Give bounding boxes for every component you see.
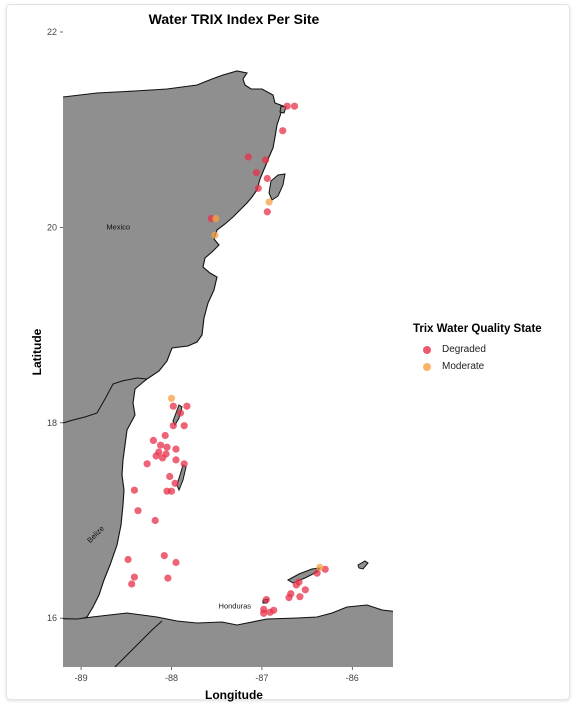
site-point-degraded	[169, 422, 177, 430]
site-point-degraded	[164, 574, 172, 582]
site-point-degraded	[152, 452, 160, 460]
x-axis-label: Longitude	[205, 688, 263, 702]
site-point-degraded	[244, 153, 252, 161]
y-axis-label: Latitude	[30, 328, 44, 376]
site-point-degraded	[172, 456, 180, 464]
site-point-moderate	[265, 198, 273, 206]
site-point-degraded	[143, 460, 151, 468]
legend-key-degraded	[423, 345, 431, 354]
site-point-degraded	[176, 409, 185, 417]
x-tick-label: -87	[255, 673, 268, 683]
x-tick-label: -88	[165, 673, 178, 683]
site-point-degraded	[266, 608, 274, 616]
legend-item-degraded: Degraded	[413, 341, 542, 358]
site-point-degraded	[130, 573, 138, 581]
island-guanaja	[357, 560, 369, 570]
island-cozumel	[268, 173, 286, 201]
legend: Trix Water Quality State Degraded Modera…	[413, 323, 542, 375]
belize-border	[63, 377, 148, 424]
site-point-degraded	[285, 594, 293, 602]
site-point-degraded	[292, 581, 300, 589]
region-label-honduras: Honduras	[219, 601, 252, 610]
site-point-degraded	[279, 127, 287, 135]
site-point-degraded	[161, 431, 169, 440]
site-point-moderate	[316, 563, 324, 572]
site-point-moderate	[212, 215, 220, 223]
site-point-degraded	[252, 169, 261, 177]
site-point-degraded	[260, 609, 268, 617]
site-point-degraded	[163, 443, 171, 451]
legend-title: Trix Water Quality State	[413, 323, 542, 335]
legend-label-degraded: Degraded	[442, 344, 486, 355]
legend-label-moderate: Moderate	[442, 361, 485, 372]
site-point-degraded	[321, 565, 329, 573]
site-point-degraded	[124, 555, 132, 564]
site-point-degraded	[151, 516, 159, 525]
honduras-border	[114, 620, 163, 667]
x-tick-label: -86	[346, 673, 359, 683]
site-point-degraded	[261, 156, 270, 164]
site-point-degraded	[158, 454, 167, 462]
region-label-mexico: Mexico	[106, 222, 130, 231]
site-point-degraded	[263, 208, 271, 216]
site-point-moderate	[211, 231, 219, 239]
land-central-america	[63, 604, 393, 667]
site-point-moderate	[167, 394, 176, 402]
site-point-degraded	[180, 422, 188, 430]
site-point-degraded	[130, 486, 138, 494]
site-point-degraded	[134, 507, 142, 515]
y-tick-label: 16	[47, 613, 57, 623]
site-point-degraded	[313, 569, 321, 577]
site-point-degraded	[290, 102, 299, 110]
site-point-degraded	[160, 552, 168, 560]
site-point-degraded	[167, 487, 176, 495]
y-tick-label: 18	[47, 418, 57, 428]
x-tick-label: -89	[75, 673, 88, 683]
island-turneffe	[176, 464, 187, 492]
site-point-degraded	[171, 479, 179, 487]
site-point-degraded	[180, 460, 188, 468]
legend-key-moderate	[423, 362, 431, 371]
site-point-degraded	[283, 102, 291, 110]
site-point-degraded	[183, 402, 191, 410]
legend-item-moderate: Moderate	[413, 358, 542, 375]
site-point-degraded	[157, 441, 165, 449]
site-point-degraded	[254, 184, 262, 192]
chart-title: Water TRIX Index Per Site	[148, 11, 320, 27]
site-point-degraded	[172, 558, 180, 567]
site-point-degraded	[296, 593, 304, 601]
site-point-degraded	[263, 174, 271, 183]
site-point-degraded	[128, 580, 136, 588]
y-tick-label: 20	[47, 222, 57, 232]
land-mexico-belize	[63, 70, 284, 621]
site-point-degraded	[301, 586, 309, 594]
site-point-degraded	[262, 596, 270, 604]
y-tick-label: 22	[47, 27, 57, 37]
site-point-degraded	[172, 445, 180, 453]
site-point-degraded	[166, 472, 174, 481]
site-point-degraded	[149, 436, 157, 444]
site-point-degraded	[169, 402, 177, 410]
